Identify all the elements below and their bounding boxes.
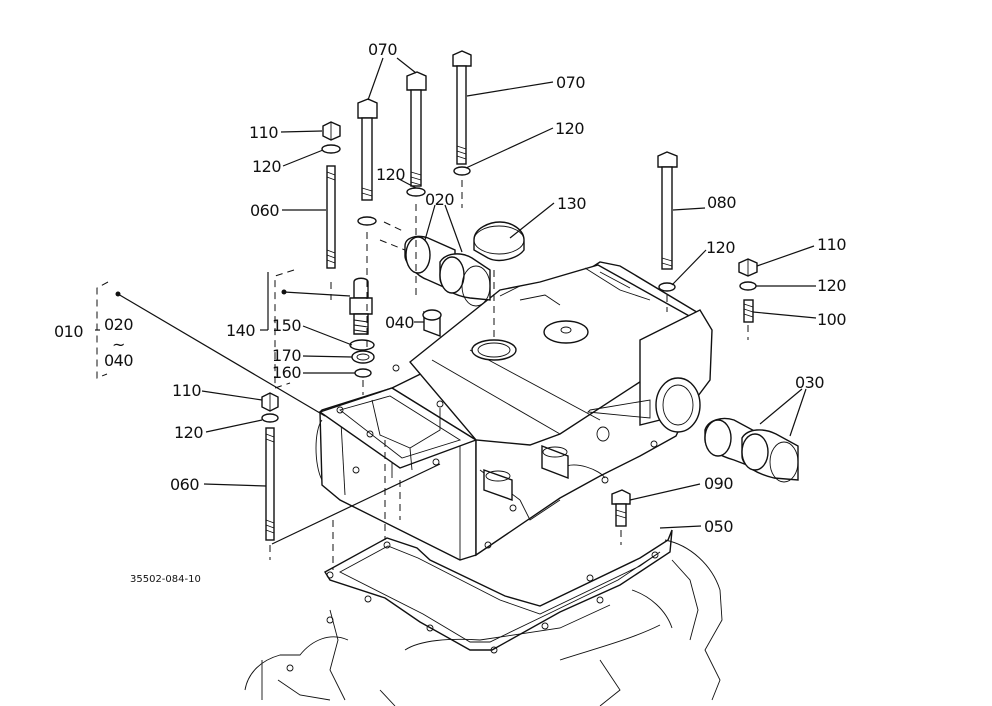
leader-lines <box>95 57 817 545</box>
callout-range-mark: ~ <box>112 335 125 354</box>
callout-110-right: 110 <box>817 235 846 254</box>
callout-120-bottomleft: 120 <box>174 423 203 442</box>
callout-110-bottomleft: 110 <box>172 381 201 400</box>
callout-130: 130 <box>557 194 586 213</box>
callout-120-right: 120 <box>817 276 846 295</box>
washer-120-bottomleft <box>261 413 279 423</box>
bracket-140 <box>274 269 295 389</box>
callout-120-topleft: 120 <box>252 157 281 176</box>
gasket-050 <box>324 529 673 654</box>
washer-120-far-right <box>739 281 757 291</box>
bolt-070-mid <box>406 71 427 187</box>
callout-030: 030 <box>795 373 824 392</box>
washer-160 <box>354 368 372 378</box>
callout-070-right: 070 <box>556 73 585 92</box>
callout-labels: 010 020 ~ 040 140 150 170 160 110 120 06… <box>54 40 847 585</box>
callout-100: 100 <box>817 310 846 329</box>
nut-110-bottomleft <box>261 392 279 412</box>
callout-120-top: 120 <box>555 119 584 138</box>
ring-170 <box>351 350 375 364</box>
callout-120-center: 120 <box>706 238 735 257</box>
callout-140: 140 <box>226 321 255 340</box>
stud-060-top <box>326 165 336 269</box>
bracket-010 <box>96 281 109 379</box>
washer-120-top <box>406 187 426 197</box>
callout-040-mid: 040 <box>385 313 414 332</box>
bolt-080 <box>657 151 678 270</box>
callout-020-range-start: 020 <box>104 315 133 334</box>
main-housing <box>315 261 713 561</box>
callout-010: 010 <box>54 322 83 341</box>
nut-110-topleft <box>322 121 341 141</box>
cap-130 <box>473 221 525 262</box>
callout-120-mid: 120 <box>376 165 405 184</box>
callout-080: 080 <box>707 193 736 212</box>
callout-170: 170 <box>272 346 301 365</box>
stud-100 <box>743 299 754 323</box>
callout-050: 050 <box>704 517 733 536</box>
callout-070-top: 070 <box>368 40 397 59</box>
nut-110-right <box>738 258 758 277</box>
washer-120-center <box>453 166 471 176</box>
seal-150 <box>349 339 375 351</box>
callout-020-top: 020 <box>425 190 454 209</box>
stud-060-bottom <box>265 427 275 541</box>
callout-110-topleft: 110 <box>249 123 278 142</box>
engine-lower-outline <box>244 539 723 706</box>
washer-120-right <box>658 282 676 292</box>
callout-060-top: 060 <box>250 201 279 220</box>
callout-040-range-end: 040 <box>104 351 133 370</box>
sleeve-030-b <box>741 429 799 483</box>
callout-060-bottom: 060 <box>170 475 199 494</box>
bolt-090 <box>611 489 631 527</box>
callout-150: 150 <box>272 316 301 335</box>
bolt-070-right <box>452 50 472 165</box>
washer-120-topleft <box>321 144 341 154</box>
sleeve-020-b <box>439 253 491 307</box>
washer-120-mid <box>357 216 377 226</box>
bolt-070-left <box>357 98 378 201</box>
callout-090: 090 <box>704 474 733 493</box>
drawing-code: 35502-084-10 <box>130 574 201 585</box>
callout-160: 160 <box>272 363 301 382</box>
plug-040 <box>422 309 442 338</box>
fitting-140 <box>349 277 373 335</box>
